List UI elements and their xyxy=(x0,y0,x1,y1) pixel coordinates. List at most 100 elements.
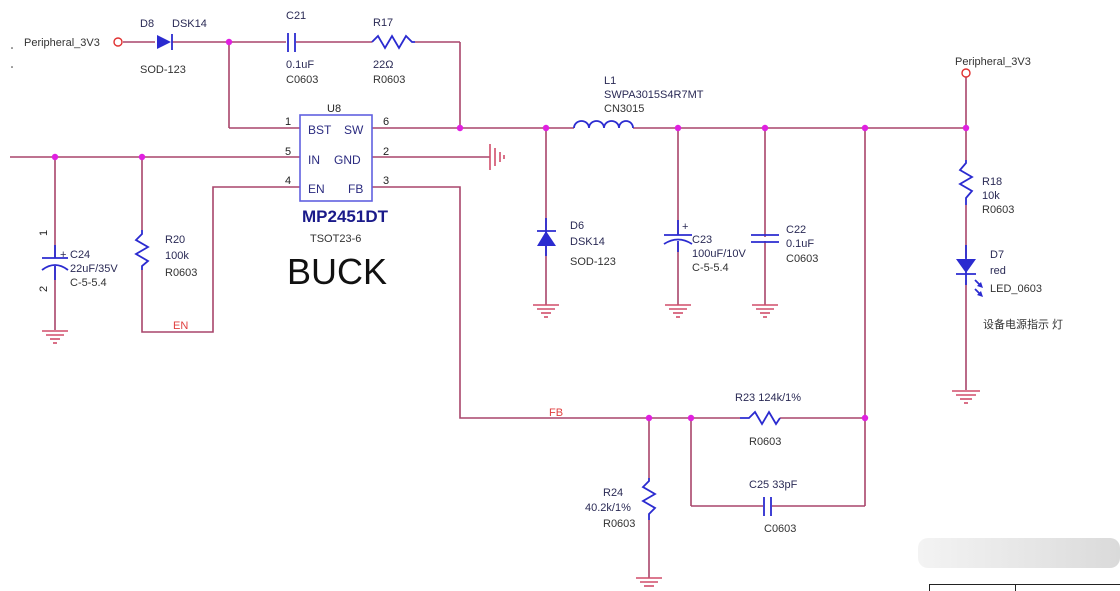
c21-value: 0.1uF xyxy=(286,59,314,71)
c23-package: C-5-5.4 xyxy=(692,262,729,274)
u8-pin1-num: 1 xyxy=(285,116,291,128)
title-block-divider xyxy=(929,584,930,591)
d7-note: 设备电源指示 灯 xyxy=(983,317,1063,331)
c23-polarity: + xyxy=(682,221,688,233)
r24-resistor-symbol xyxy=(641,478,657,520)
d7-package: LED_0603 xyxy=(990,283,1042,295)
d7-ref: D7 xyxy=(990,249,1004,261)
ground-icon-c23 xyxy=(665,304,691,318)
r23-package: R0603 xyxy=(749,436,781,448)
c23-polarized-capacitor-symbol xyxy=(663,220,693,252)
net-label-en: EN xyxy=(173,320,188,332)
c23-value: 100uF/10V xyxy=(692,248,746,260)
r24-value: 40.2k/1% xyxy=(585,502,631,514)
u8-pin2-name: GND xyxy=(334,153,361,167)
edge-mark xyxy=(11,66,13,68)
l1-value: SWPA3015S4R7MT xyxy=(604,89,704,101)
wire-en xyxy=(141,186,300,333)
c24-polarized-capacitor-symbol xyxy=(41,245,69,280)
r20-value: 100k xyxy=(165,250,189,262)
c25-capacitor-symbol xyxy=(763,497,772,516)
ground-icon-c24 xyxy=(42,330,68,344)
r20-ref: R20 xyxy=(165,234,185,246)
c22-ref: C22 xyxy=(786,224,806,236)
u8-pin4-name: EN xyxy=(308,182,325,196)
u8-pin6-name: SW xyxy=(344,123,364,137)
c24-pin1: 1 xyxy=(38,230,50,236)
junction xyxy=(761,124,769,132)
r18-ref: R18 xyxy=(982,176,1002,188)
wire-fb xyxy=(372,186,740,419)
r17-resistor-symbol xyxy=(371,34,415,50)
d7-led-symbol xyxy=(956,245,983,297)
u8-body xyxy=(299,114,373,202)
u8-pin1-name: BST xyxy=(308,123,332,137)
junction xyxy=(674,124,682,132)
u8-pin3-num: 3 xyxy=(383,175,389,187)
junction xyxy=(861,124,869,132)
edge-mark xyxy=(11,47,13,49)
junction xyxy=(225,38,233,46)
net-label-fb: FB xyxy=(549,407,563,419)
c24-value: 22uF/35V xyxy=(70,263,118,275)
r24-package: R0603 xyxy=(603,518,635,530)
l1-inductor-symbol xyxy=(573,120,634,129)
u8-part-number: MP2451DT xyxy=(302,207,389,226)
c22-capacitor-symbol xyxy=(751,234,779,243)
c24-ref: C24 xyxy=(70,249,90,261)
ground-icon-d7 xyxy=(952,390,980,404)
c25-package: C0603 xyxy=(764,523,796,535)
junction-dots xyxy=(51,38,970,422)
d8-diode-symbol xyxy=(157,34,173,50)
ground-icon-d6 xyxy=(533,304,559,318)
d6-value: DSK14 xyxy=(570,236,605,248)
title-block-line xyxy=(929,584,1120,585)
u8-ref: U8 xyxy=(327,103,341,115)
d8-package: SOD-123 xyxy=(140,64,186,76)
c24-package: C-5-5.4 xyxy=(70,277,107,289)
r18-resistor-symbol xyxy=(958,160,974,205)
title-block-divider xyxy=(1015,584,1016,591)
r20-resistor-symbol xyxy=(134,230,150,270)
junction xyxy=(645,414,653,422)
u8-pin4-num: 4 xyxy=(285,175,291,187)
buck-title: BUCK xyxy=(287,251,387,292)
r24-ref: R24 xyxy=(603,487,623,499)
junction xyxy=(138,153,146,161)
junction xyxy=(456,124,464,132)
c21-ref: C21 xyxy=(286,10,306,22)
output-port-label: Peripheral_3V3 xyxy=(955,56,1031,68)
r18-package: R0603 xyxy=(982,204,1014,216)
junction xyxy=(861,414,869,422)
junction xyxy=(51,153,59,161)
r17-value: 22Ω xyxy=(373,59,393,71)
ground-icon-u8 xyxy=(489,144,505,170)
u8-pin3-name: FB xyxy=(348,182,363,196)
u8-pin2-num: 2 xyxy=(383,146,389,158)
c25-ref-value: C25 33pF xyxy=(749,479,798,491)
junction xyxy=(542,124,550,132)
r23-ref-value: R23 124k/1% xyxy=(735,392,801,404)
d8-value: DSK14 xyxy=(172,18,207,30)
r23-resistor-symbol xyxy=(740,410,781,426)
u8-pin5-name: IN xyxy=(308,153,320,167)
junction xyxy=(687,414,695,422)
c22-value: 0.1uF xyxy=(786,238,814,250)
c24-pin2: 2 xyxy=(38,286,50,292)
c21-capacitor-symbol xyxy=(287,33,296,52)
d6-ref: D6 xyxy=(570,220,584,232)
u8-pin5-num: 5 xyxy=(285,146,291,158)
u8-package: TSOT23-6 xyxy=(310,233,361,245)
output-port-symbol xyxy=(961,68,971,78)
input-port-label: Peripheral_3V3 xyxy=(24,37,100,49)
r17-package: R0603 xyxy=(373,74,405,86)
r18-value: 10k xyxy=(982,190,1000,202)
r17-ref: R17 xyxy=(373,17,393,29)
d6-package: SOD-123 xyxy=(570,256,616,268)
d6-diode-symbol xyxy=(537,218,556,256)
d8-ref: D8 xyxy=(140,18,154,30)
ground-icon-r24 xyxy=(636,577,662,587)
c21-package: C0603 xyxy=(286,74,318,86)
ground-icon-c22 xyxy=(752,304,778,318)
